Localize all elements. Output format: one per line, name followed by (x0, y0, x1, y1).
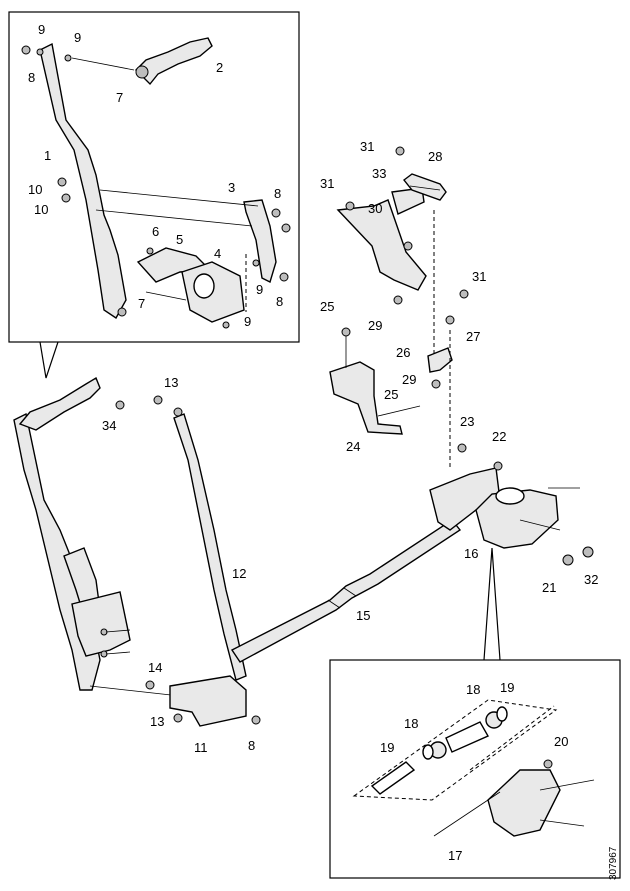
inset-bottom-right: 18 19 18 19 20 17 (329, 547, 621, 879)
left-lower-plate (71, 591, 131, 657)
callout-19a: 19 (500, 680, 514, 695)
callout-6: 6 (152, 224, 159, 239)
callout-2: 2 (216, 60, 223, 75)
callout-29a: 29 (368, 318, 382, 333)
callout-9c: 9 (256, 282, 263, 297)
callout-13a: 13 (164, 375, 178, 390)
callout-31b: 31 (320, 176, 334, 191)
mount-frame (487, 769, 561, 837)
callout-20: 20 (554, 734, 568, 749)
callout-18a: 18 (466, 682, 480, 697)
callout-29b: 29 (402, 372, 416, 387)
callout-12: 12 (232, 566, 246, 581)
callout-25b: 25 (384, 387, 398, 402)
callout-18b: 18 (404, 716, 418, 731)
inset-top-frame (8, 11, 300, 343)
bushing (445, 721, 489, 753)
callout-11: 11 (194, 740, 208, 755)
callout-34: 34 (102, 418, 116, 433)
callout-7a: 7 (116, 90, 123, 105)
link-rod-12 (173, 413, 247, 681)
callout-25a: 25 (320, 299, 334, 314)
callout-32: 32 (584, 572, 598, 587)
callout-21: 21 (542, 580, 556, 595)
callout-15: 15 (356, 608, 370, 623)
bracket-24 (329, 361, 403, 435)
callout-31a: 31 (360, 139, 374, 154)
inset-bottom-frame (329, 659, 621, 879)
callout-16: 16 (464, 546, 478, 561)
callout-24: 24 (346, 439, 360, 454)
callout-5: 5 (176, 232, 183, 247)
callout-27: 27 (466, 329, 480, 344)
callout-4: 4 (214, 246, 221, 261)
left-top-bracket (18, 376, 101, 431)
main-assembly: 31 28 31 33 30 31 29 25 27 26 29 25 23 2… (13, 139, 598, 755)
bracket-30 (336, 199, 427, 291)
shaft-pin (370, 761, 416, 795)
lower-bracket-11 (169, 675, 247, 727)
callout-9d: 9 (244, 314, 251, 329)
callout-14: 14 (148, 660, 162, 675)
callout-9a: 9 (38, 22, 45, 37)
callout-10b: 10 (34, 202, 48, 217)
callout-10a: 10 (28, 182, 42, 197)
callout-31c: 31 (472, 269, 486, 284)
callout-26: 26 (396, 345, 410, 360)
callout-30: 30 (368, 201, 382, 216)
callout-33: 33 (372, 166, 386, 181)
torsion-bar-15 (230, 519, 462, 663)
callout-22: 22 (492, 429, 506, 444)
callout-19b: 19 (380, 740, 394, 755)
link-26 (427, 347, 453, 373)
callout-7b: 7 (138, 296, 145, 311)
callout-28: 28 (428, 149, 442, 164)
callout-17: 17 (448, 848, 462, 863)
document-id: 307967 (608, 846, 619, 880)
inset-top-left: 9 9 8 2 7 1 3 8 10 10 6 5 4 9 8 7 9 (8, 11, 300, 379)
bracket-2 (135, 37, 213, 86)
callout-8d: 8 (248, 738, 255, 753)
callout-9b: 9 (74, 30, 81, 45)
callout-8b: 8 (274, 186, 281, 201)
callout-8c: 8 (276, 294, 283, 309)
callout-3: 3 (228, 180, 235, 195)
callout-13b: 13 (150, 714, 164, 729)
link-28 (403, 173, 447, 201)
arm-1 (39, 42, 127, 320)
bracket-3 (243, 199, 277, 283)
callout-8a: 8 (28, 70, 35, 85)
callout-1: 1 (44, 148, 51, 163)
callout-23: 23 (460, 414, 474, 429)
